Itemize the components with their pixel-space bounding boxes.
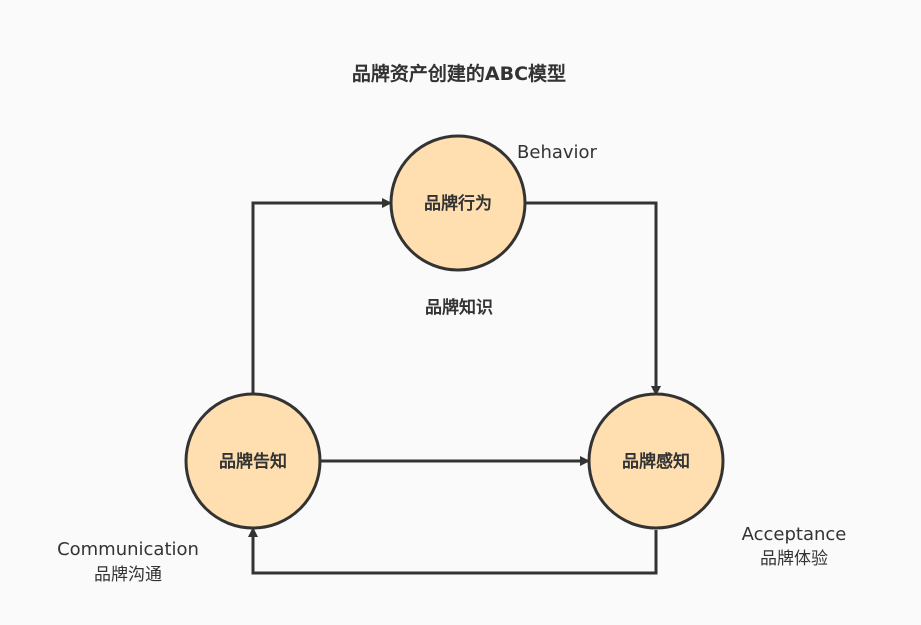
node-communication: 品牌告知	[184, 392, 322, 530]
node-acceptance: 品牌感知	[587, 392, 725, 530]
node-behavior: 品牌行为	[389, 134, 527, 272]
node-acceptance-circle	[587, 392, 725, 530]
caption-communication-cn: 品牌沟通	[94, 565, 162, 585]
edge-acceptance-to-communication	[248, 527, 658, 575]
edges	[248, 198, 661, 575]
diagram-title: 品牌资产创建的ABC模型	[352, 62, 566, 85]
node-behavior-label: 品牌行为	[424, 193, 492, 214]
node-behavior-circle	[389, 134, 527, 272]
caption-acceptance-en: Acceptance	[742, 524, 847, 545]
edge-behavior-to-acceptance	[525, 201, 661, 396]
node-acceptance-label: 品牌感知	[622, 451, 690, 472]
node-communication-label: 品牌告知	[219, 451, 287, 472]
node-communication-circle	[184, 392, 322, 530]
center-label: 品牌知识	[425, 297, 493, 318]
caption-communication-en: Communication	[57, 539, 199, 560]
caption-behavior-en: Behavior	[517, 142, 598, 163]
edge-communication-to-behavior	[251, 198, 392, 394]
caption-acceptance-cn: 品牌体验	[760, 549, 828, 569]
